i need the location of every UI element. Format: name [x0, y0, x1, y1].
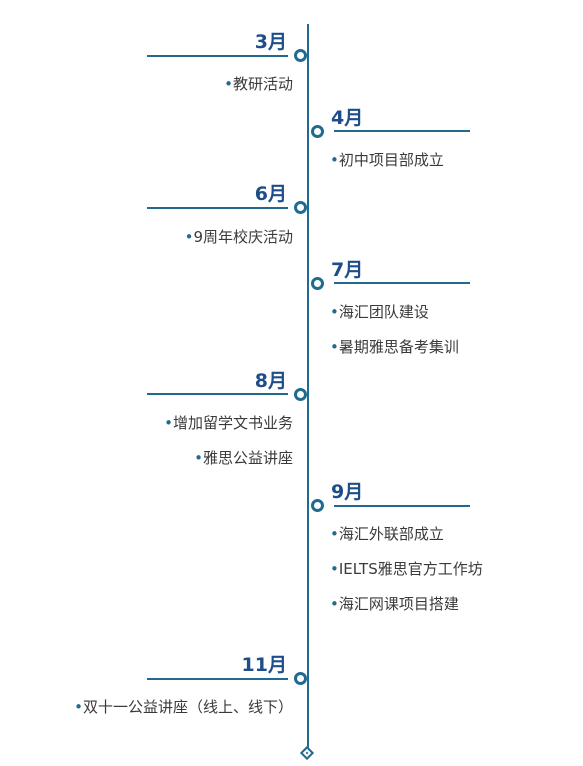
- event-item-text: 海汇外联部成立: [338, 525, 444, 543]
- event-item-text: 双十一公益讲座（线上、线下）: [82, 698, 293, 716]
- bullet-icon: •: [330, 151, 339, 169]
- event-item: •9周年校庆活动: [80, 227, 293, 247]
- event-item-text: 海汇网课项目搭建: [338, 595, 459, 613]
- month-line-july: [334, 282, 470, 284]
- event-item-text: 初中项目部成立: [338, 151, 444, 169]
- bullet-icon: •: [330, 560, 339, 578]
- event-item: •教研活动: [80, 74, 293, 94]
- event-item-text: 教研活动: [232, 75, 293, 93]
- bullet-icon: •: [194, 449, 203, 467]
- month-label-march: 3月: [254, 31, 287, 53]
- event-item-text: 海汇团队建设: [338, 303, 429, 321]
- month-line-september: [334, 505, 470, 507]
- event-item-text: 雅思公益讲座: [202, 449, 293, 467]
- month-label-september: 9月: [331, 481, 364, 503]
- month-label-august: 8月: [254, 370, 287, 392]
- month-line-august: [147, 393, 288, 395]
- timeline-node-june: [294, 201, 307, 214]
- event-item: •IELTS雅思官方工作坊: [330, 559, 483, 579]
- event-item: •暑期雅思备考集训: [330, 337, 459, 357]
- event-item: •双十一公益讲座（线上、线下）: [20, 697, 293, 717]
- event-item: •初中项目部成立: [330, 150, 444, 170]
- month-line-november: [147, 678, 288, 680]
- bullet-icon: •: [330, 525, 339, 543]
- timeline-node-april: [311, 125, 324, 138]
- bullet-icon: •: [164, 414, 173, 432]
- bullet-icon: •: [74, 698, 83, 716]
- month-line-march: [147, 55, 288, 57]
- month-label-july: 7月: [331, 259, 364, 281]
- bullet-icon: •: [224, 75, 233, 93]
- event-item-text: 增加留学文书业务: [172, 414, 293, 432]
- event-item-text: 9周年校庆活动: [193, 228, 293, 246]
- timeline-end-diamond-icon: [299, 745, 315, 761]
- timeline-axis: [307, 24, 309, 754]
- bullet-icon: •: [184, 228, 194, 246]
- event-item: •雅思公益讲座: [60, 448, 293, 468]
- event-item: •海汇网课项目搭建: [330, 594, 459, 614]
- event-item-text: 暑期雅思备考集训: [338, 338, 459, 356]
- bullet-icon: •: [330, 338, 339, 356]
- event-item: •海汇团队建设: [330, 302, 429, 322]
- event-item: •海汇外联部成立: [330, 524, 444, 544]
- timeline-node-march: [294, 49, 307, 62]
- timeline-node-july: [311, 277, 324, 290]
- timeline-node-august: [294, 388, 307, 401]
- month-line-june: [147, 207, 288, 209]
- month-label-june: 6月: [254, 183, 287, 205]
- bullet-icon: •: [330, 303, 339, 321]
- month-label-november: 11月: [241, 654, 287, 676]
- timeline-node-november: [294, 672, 307, 685]
- bullet-icon: •: [330, 595, 339, 613]
- month-line-april: [334, 130, 470, 132]
- event-item-text: IELTS雅思官方工作坊: [338, 560, 483, 578]
- timeline-node-september: [311, 499, 324, 512]
- month-label-april: 4月: [331, 107, 364, 129]
- event-item: •增加留学文书业务: [60, 413, 293, 433]
